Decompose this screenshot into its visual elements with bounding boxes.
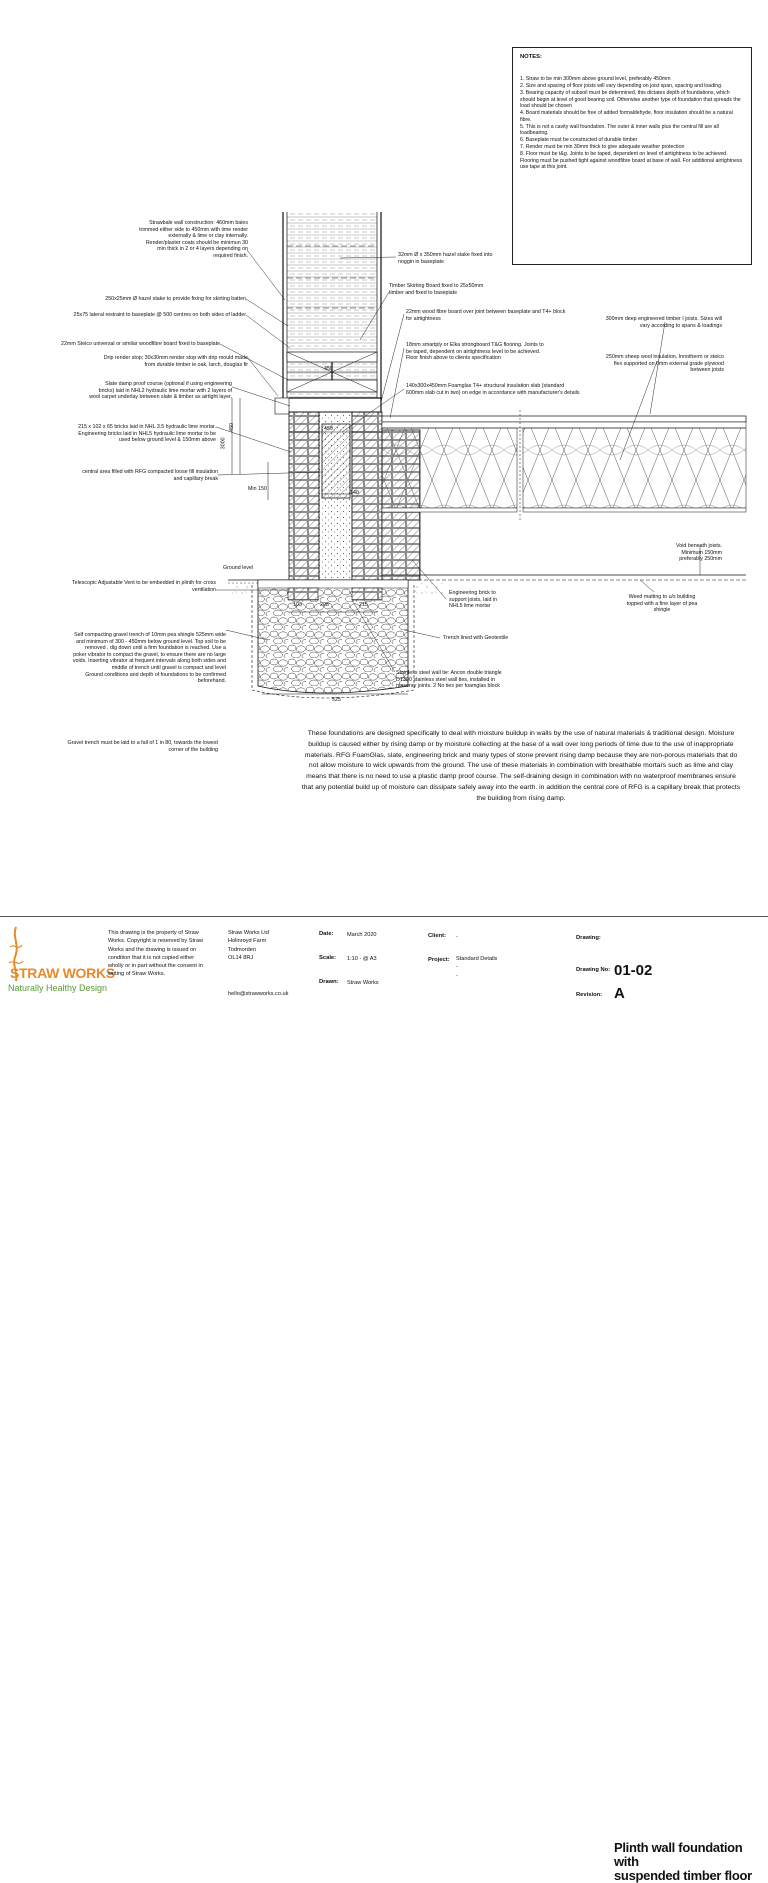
project-value: Standard Details - - [456, 956, 498, 979]
label-strawbale: Strawbale wall construction: 460mm bales… [139, 220, 248, 259]
label-ties: Stainless steel wall tie: Ancon double t… [396, 670, 502, 690]
brand-tagline: Naturally Healthy Design [8, 983, 108, 993]
drawing-no-value: 01-02 [614, 962, 653, 979]
label-woodfibre: 22mm wood fibre board over joint between… [406, 309, 566, 322]
straw-works-logo-icon [8, 926, 24, 982]
label-steico: 22mm Steico universal or similar woodfib… [61, 341, 220, 347]
title-block: STRAW WORKS Naturally Healthy Design Thi… [0, 916, 768, 1883]
label-central-fill: central area filled with RFG compacted l… [82, 469, 218, 482]
dim-140: 140 [350, 490, 359, 496]
label-floor: 18mm smartply or Elka strongboard T&G fl… [406, 342, 544, 362]
description-paragraph: These foundations are designed specifica… [301, 730, 741, 802]
company-email: hello@strawworks.co.uk [228, 991, 289, 997]
brand-name: STRAW WORKS [10, 965, 115, 981]
note-3: 3. Bearing capacity of subsoil must be d… [520, 90, 741, 109]
drawing-title: Plinth wall foundation with suspended ti… [614, 1840, 752, 1883]
company-address: Straw Works Ltd Holinroyd Farm Todmorden… [228, 930, 269, 961]
drawn-value: Straw Works [347, 980, 379, 986]
label-hazel-batten: 250x25mm Ø hazel stake to provide fixing… [105, 296, 246, 302]
note-1: 1. Straw to be min 300mm above ground le… [520, 76, 671, 82]
dimension-lines [231, 371, 408, 695]
revision-value: A [614, 985, 625, 1002]
dim-vertical-450: 450 [229, 422, 236, 432]
label-weed: Weed matting to u/s building topped with… [626, 594, 698, 614]
label-fall: Gravel trench must be laid to a fall of … [67, 740, 218, 753]
notes-box: NOTES: 1. Straw to be min 300mm above gr… [512, 47, 752, 265]
drawing-no-label: Drawing No: [576, 967, 611, 973]
dim-vertical-3000: 3000 [220, 437, 227, 450]
label-hazel-stake: 32mm Ø x 350mm hazel stake fixed into no… [398, 252, 493, 265]
label-slate: Slate damp proof course (optional if usi… [89, 381, 232, 401]
floor-construction [381, 410, 747, 581]
scale-label: Scale: [319, 955, 337, 961]
note-4: 4. Board materials should be free of add… [520, 110, 733, 123]
label-geotextile: Trench lined with Geotextile [443, 635, 509, 641]
notes-title: NOTES: [520, 54, 542, 60]
dim-103: 103 [293, 602, 302, 608]
client-label: Client: [428, 933, 447, 939]
client-value: - [456, 934, 458, 940]
label-sheep-wool: 250mm sheep wool insulation, Innotherm o… [605, 354, 724, 374]
label-foamglas: 140x300x450mm Foamglas T4+ structural in… [406, 383, 580, 396]
label-void: Void beneath joists. Minimum 150mm prefe… [676, 543, 722, 563]
note-5: 5. This is not a cavity wall foundation.… [520, 123, 719, 137]
label-vent: Telescopic Adjustable Vent to be embedde… [72, 580, 216, 593]
baseplate-ladder [286, 351, 378, 393]
label-lateral-restraint: 25x75 lateral restraint to baseplate @ 5… [73, 312, 246, 318]
dim-525: 525 [332, 697, 341, 703]
plinth [274, 397, 421, 581]
copyright-notice: This drawing is the property of Straw Wo… [108, 930, 204, 978]
drawn-label: Drawn: [319, 979, 339, 985]
dim-208: 208 [320, 602, 329, 608]
drawing-label: Drawing: [576, 935, 601, 941]
project-label: Project: [428, 957, 450, 963]
note-8: 8. Floor must be t&g. Joints to be taped… [520, 151, 743, 170]
note-7: 7. Render must be min 30mm thick to give… [520, 144, 685, 150]
note-6: 6. Baseplate must be constructed of dura… [520, 137, 638, 143]
date-label: Date: [319, 931, 334, 937]
label-min150: Min 150 [248, 486, 267, 492]
revision-label: Revision: [576, 992, 603, 998]
dim-450-top: 450 [324, 366, 333, 372]
label-gravel: Self compacting gravel trench of 10mm pe… [72, 632, 226, 685]
date-value: March 2020 [347, 932, 377, 938]
scale-value: 1:10 - @ A3 [347, 956, 377, 962]
ground-and-trench [228, 579, 444, 699]
label-eng-brick: Engineering brick to support joists, lai… [449, 590, 497, 610]
leader-lines [215, 249, 701, 673]
label-bricks: 215 x 102 x 65 bricks laid in NHL 3.5 hy… [78, 424, 216, 444]
label-skirting: Timber Skirting Board fixed to 25x50mm t… [389, 283, 484, 296]
label-ground-level: Ground level [223, 565, 254, 571]
dim-450-mid: 450 [324, 426, 333, 432]
label-drip: Drip render stop; 30x30mm render stop wi… [103, 355, 248, 368]
label-joists: 300mm deep engineered timber I joists. S… [605, 316, 722, 329]
note-2: 2. Size and spacing of floor joists will… [520, 83, 723, 89]
section-drawing [215, 212, 747, 699]
dim-215: 215 [359, 602, 368, 608]
